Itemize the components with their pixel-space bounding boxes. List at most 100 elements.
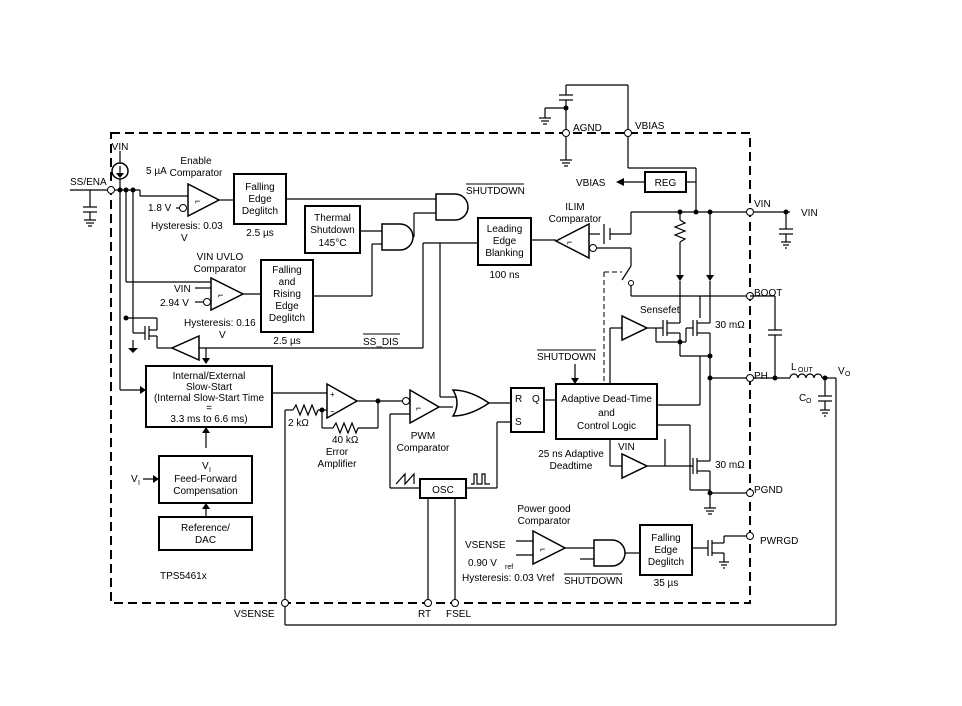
or-gate bbox=[451, 389, 491, 417]
agnd-pin-label: AGND bbox=[573, 123, 602, 134]
slow-start-block bbox=[145, 365, 273, 428]
rs-latch-block bbox=[510, 387, 545, 433]
ss-ena-pin-label: SS/ENA bbox=[70, 177, 107, 188]
ilim-comparator bbox=[554, 222, 590, 260]
high-side-driver bbox=[621, 314, 649, 342]
ph-pin-label: PH bbox=[754, 371, 768, 382]
deglitch-2-time: 2.5 µs bbox=[273, 336, 300, 347]
uvlo-title-2: Comparator bbox=[194, 264, 247, 275]
inductor-icon bbox=[789, 373, 823, 379]
shutdown-and-gate bbox=[435, 193, 469, 221]
ff-input-main: V bbox=[131, 474, 138, 485]
enable-title-2: Comparator bbox=[170, 168, 223, 179]
boot-pin-label: BOOT bbox=[754, 288, 782, 299]
deglitch-3-line-3: Deglitch bbox=[648, 557, 684, 568]
deglitch-2-line-3: Rising bbox=[273, 289, 301, 300]
adaptive-control-block bbox=[555, 383, 658, 440]
reg-block bbox=[644, 171, 687, 193]
ff-line-1: Feed-Forward bbox=[174, 474, 237, 485]
deglitch-3-line-1: Falling bbox=[651, 533, 680, 544]
leading-edge-blanking-block bbox=[477, 217, 532, 266]
rt-pin-label: RT bbox=[418, 609, 431, 620]
deglitch-3-time: 35 µs bbox=[654, 578, 679, 589]
switch-icon bbox=[621, 265, 632, 281]
thermal-line-1: Thermal bbox=[314, 213, 351, 224]
ff-line-2: Compensation bbox=[173, 486, 237, 497]
ilim-title-2: Comparator bbox=[549, 214, 602, 225]
leb-line-1: Leading bbox=[487, 224, 523, 235]
schmitt-icon: ⌐ bbox=[567, 237, 572, 247]
uvlo-title-1: VIN UVLO bbox=[197, 252, 244, 263]
pg-title-1: Power good bbox=[517, 504, 570, 515]
rds-high-label: 30 mΩ bbox=[715, 320, 745, 331]
enable-hyst-2: V bbox=[181, 233, 188, 244]
vo-sub: O bbox=[845, 371, 851, 378]
ff-input-sub: I bbox=[138, 480, 140, 487]
ff-vi-main: V bbox=[202, 461, 209, 472]
ea-title-1: Error bbox=[326, 447, 349, 458]
enable-hyst-1: Hysteresis: 0.03 bbox=[151, 221, 223, 232]
uvlo-ref: 2.94 V bbox=[160, 298, 189, 309]
vin-pin-label: VIN bbox=[754, 199, 771, 210]
vsense-pin-label: VSENSE bbox=[234, 609, 275, 620]
pwrgd-fet-icon bbox=[707, 535, 750, 569]
schmitt-icon: ⌐ bbox=[195, 196, 200, 206]
ss-dis-label: SS_DIS bbox=[363, 337, 399, 348]
plus-icon: + bbox=[330, 390, 335, 399]
deadtime-2: Deadtime bbox=[550, 461, 593, 472]
low-side-fet-icon bbox=[647, 378, 711, 493]
ilim-title-1: ILIM bbox=[565, 202, 584, 213]
uvlo-hyst-1: Hysteresis: 0.16 bbox=[184, 318, 256, 329]
sense-resistor-icon bbox=[673, 219, 687, 243]
uvlo-vin: VIN bbox=[174, 284, 191, 295]
uvlo-comparator bbox=[210, 276, 245, 312]
agnd-vbias-area bbox=[539, 84, 697, 212]
adaptive-line-1: Adaptive Dead-Time bbox=[561, 394, 652, 405]
adaptive-shutdown: SHUTDOWN bbox=[537, 352, 596, 363]
deglitch-2-line-1: Falling bbox=[272, 265, 301, 276]
slowstart-line-2: Slow-Start bbox=[186, 382, 232, 393]
lout-sub: OUT bbox=[798, 367, 814, 374]
pg-vsense: VSENSE bbox=[465, 540, 506, 551]
r2-label: 40 kΩ bbox=[332, 435, 359, 446]
vbias-pin-label: VBIAS bbox=[635, 121, 665, 132]
deglitch-2-line-2: and bbox=[279, 277, 296, 288]
pg-ref-sub: ref bbox=[505, 564, 513, 571]
enable-comparator bbox=[187, 182, 221, 218]
thermal-shutdown-block bbox=[304, 205, 361, 254]
deglitch-3-line-2: Edge bbox=[654, 545, 678, 556]
lout-main: L bbox=[791, 362, 797, 373]
vo-main: V bbox=[838, 366, 845, 377]
enable-vin-label: VIN bbox=[112, 142, 129, 153]
power-good-comparator bbox=[532, 529, 567, 566]
ss-ena-input bbox=[70, 151, 211, 394]
fault-and-gate bbox=[381, 223, 414, 251]
enable-title-1: Enable bbox=[180, 156, 212, 167]
low-side-driver bbox=[621, 452, 649, 480]
high-side-fet-icon bbox=[655, 281, 711, 378]
pwrgd-pin-label: PWRGD bbox=[760, 536, 798, 547]
slowstart-line-3: (Internal Slow-Start Time bbox=[154, 393, 264, 404]
slowstart-line-4: = bbox=[206, 403, 212, 414]
adaptive-line-3: Control Logic bbox=[577, 421, 636, 432]
minus-icon: − bbox=[330, 407, 335, 416]
ss-discharge-fet-icon bbox=[126, 317, 172, 353]
deadtime-1: 25 ns Adaptive bbox=[538, 449, 604, 460]
shutdown-top-label: SHUTDOWN bbox=[466, 186, 525, 197]
current-source-label: 5 µA bbox=[146, 166, 167, 177]
slowstart-line-1: Internal/External bbox=[173, 371, 246, 382]
deglitch-2-block bbox=[260, 259, 314, 333]
sensefet-label: Sensefet bbox=[640, 305, 680, 316]
deglitch-1-line-2: Edge bbox=[248, 194, 272, 205]
deglitch-2-line-5: Deglitch bbox=[269, 313, 305, 324]
rds-low-label: 30 mΩ bbox=[715, 460, 745, 471]
ss-dis-buffer bbox=[170, 334, 200, 362]
pwm-title-1: PWM bbox=[411, 431, 435, 442]
thermal-line-2: Shutdown bbox=[310, 225, 354, 236]
fsel-pin-label: FSEL bbox=[446, 609, 471, 620]
ea-title-2: Amplifier bbox=[318, 459, 358, 470]
feed-forward-block bbox=[158, 455, 253, 504]
clock-pulse-icon bbox=[471, 473, 490, 485]
schmitt-icon: ⌐ bbox=[416, 403, 421, 413]
